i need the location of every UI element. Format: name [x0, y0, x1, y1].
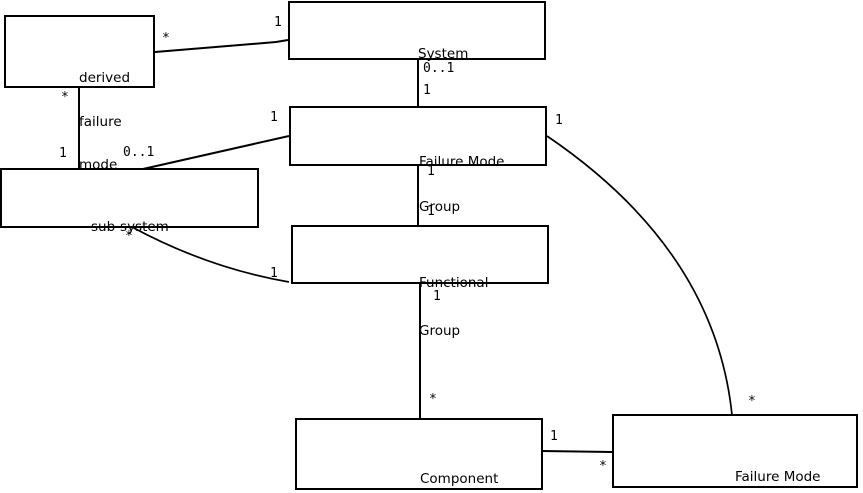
multiplicity-component-functional-group: *: [429, 392, 437, 407]
multiplicity-failure-mode-group-functional-group: 1: [427, 164, 435, 179]
multiplicity-sub-system-failure-mode-group: 0..1: [123, 145, 155, 160]
node-label-line: failure: [79, 113, 122, 130]
node-label-line: Group: [419, 199, 461, 215]
multiplicity-functional-group-failure-mode-group: 1: [427, 204, 435, 219]
multiplicity-derived-failure-mode-sub-system: *: [61, 90, 69, 105]
node-label-line: System: [418, 46, 469, 62]
multiplicity-derived-failure-mode-system: *: [162, 31, 170, 46]
node-label-line: Failure Mode: [735, 469, 821, 485]
multiplicity-system-derived-failure-mode: 1: [274, 15, 282, 30]
node-label-line: sub-system: [91, 219, 169, 235]
node-component[interactable]: [295, 418, 543, 490]
multiplicity-sub-system-functional-group: *: [125, 229, 133, 244]
node-label-component: Component: [420, 443, 498, 493]
node-label-line: Failure Mode: [419, 154, 505, 170]
connector-sub-system-functional-group: [131, 226, 290, 283]
node-failure-mode-group[interactable]: [289, 106, 547, 166]
node-label-line: Functional: [419, 275, 489, 291]
multiplicity-failure-mode-failure-mode-group: *: [748, 394, 756, 409]
node-system[interactable]: [288, 1, 546, 60]
node-derived-failure-mode[interactable]: [4, 15, 155, 88]
node-sub-system[interactable]: [0, 168, 259, 228]
node-label-line: derived: [79, 70, 131, 86]
connector-failure-mode-group-sub-system: [142, 135, 290, 170]
node-label-line: Group: [419, 323, 461, 339]
multiplicity-failure-mode-group-failure-mode: 1: [555, 113, 563, 128]
node-label-failure-mode: Failure Mode: [735, 441, 821, 493]
node-label-line: Component: [420, 471, 499, 487]
node-label-line: mode: [79, 157, 118, 173]
multiplicity-sub-system-derived-failure-mode: 1: [59, 146, 67, 161]
multiplicity-failure-mode-group-system: 1: [423, 83, 431, 98]
connector-derived-failure-mode-system: [154, 39, 289, 53]
multiplicity-component-failure-mode: 1: [550, 429, 558, 444]
multiplicity-functional-group-sub-system: 1: [270, 266, 278, 281]
node-label-sub-system: sub-system: [91, 191, 169, 264]
node-functional-group[interactable]: [291, 225, 549, 284]
node-label-system: System: [418, 18, 468, 91]
node-label-failure-mode-group: Failure Mode Group: [419, 125, 505, 245]
connector-component-failure-mode: [541, 450, 613, 453]
node-label-derived-failure-mode: derived failure mode: [79, 42, 130, 202]
node-failure-mode[interactable]: [612, 414, 858, 488]
multiplicity-failure-mode-group-sub-system: 1: [270, 110, 278, 125]
multiplicity-functional-group-component: 1: [433, 289, 441, 304]
node-label-functional-group: Functional Group: [419, 243, 488, 371]
connector-failure-mode-group-failure-mode: [546, 135, 733, 416]
multiplicity-system-failure-mode-group: 0..1: [423, 61, 455, 76]
multiplicity-failure-mode-component: *: [599, 459, 607, 474]
